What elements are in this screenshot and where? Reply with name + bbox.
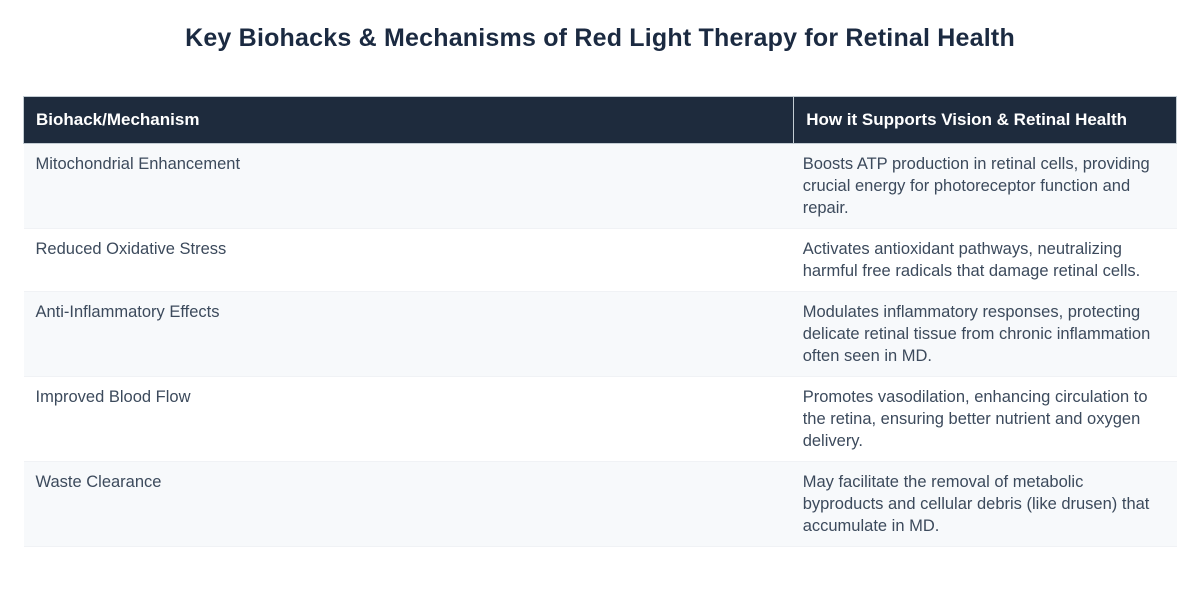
page-title: Key Biohacks & Mechanisms of Red Light T… <box>185 24 1015 52</box>
biohacks-table: Biohack/Mechanism How it Supports Vision… <box>22 96 1177 547</box>
table-row: Waste Clearance May facilitate the remov… <box>23 461 1177 547</box>
mechanism-cell: Reduced Oxidative Stress <box>35 240 227 258</box>
table-row: Anti-Inflammatory Effects Modulates infl… <box>23 291 1177 377</box>
description-cell: Promotes vasodilation, enhancing circula… <box>802 388 1148 450</box>
header-row: Biohack/Mechanism How it Supports Vision… <box>22 96 1177 144</box>
table-container: Biohack/Mechanism How it Supports Vision… <box>22 96 1177 547</box>
table-row: Improved Blood Flow Promotes vasodilatio… <box>23 376 1177 462</box>
mechanism-cell: Waste Clearance <box>35 473 162 491</box>
description-cell: Boosts ATP production in retinal cells, … <box>802 155 1150 217</box>
mechanism-cell: Mitochondrial Enhancement <box>35 155 241 173</box>
mechanism-cell: Anti-Inflammatory Effects <box>35 303 220 321</box>
column-header-description: How it Supports Vision & Retinal Health <box>793 96 1177 144</box>
description-cell: Modulates inflammatory responses, protec… <box>802 303 1151 365</box>
page: Key Biohacks & Mechanisms of Red Light T… <box>0 24 1200 600</box>
column-header-mechanism: Biohack/Mechanism <box>22 96 795 144</box>
table-row: Reduced Oxidative Stress Activates antio… <box>23 228 1177 292</box>
description-cell: Activates antioxidant pathways, neutrali… <box>802 240 1141 280</box>
table-header: Biohack/Mechanism How it Supports Vision… <box>22 96 1177 144</box>
table-row: Mitochondrial Enhancement Boosts ATP pro… <box>23 143 1177 229</box>
table-body: Mitochondrial Enhancement Boosts ATP pro… <box>23 143 1177 547</box>
mechanism-cell: Improved Blood Flow <box>35 388 191 406</box>
description-cell: May facilitate the removal of metabolic … <box>802 473 1150 535</box>
